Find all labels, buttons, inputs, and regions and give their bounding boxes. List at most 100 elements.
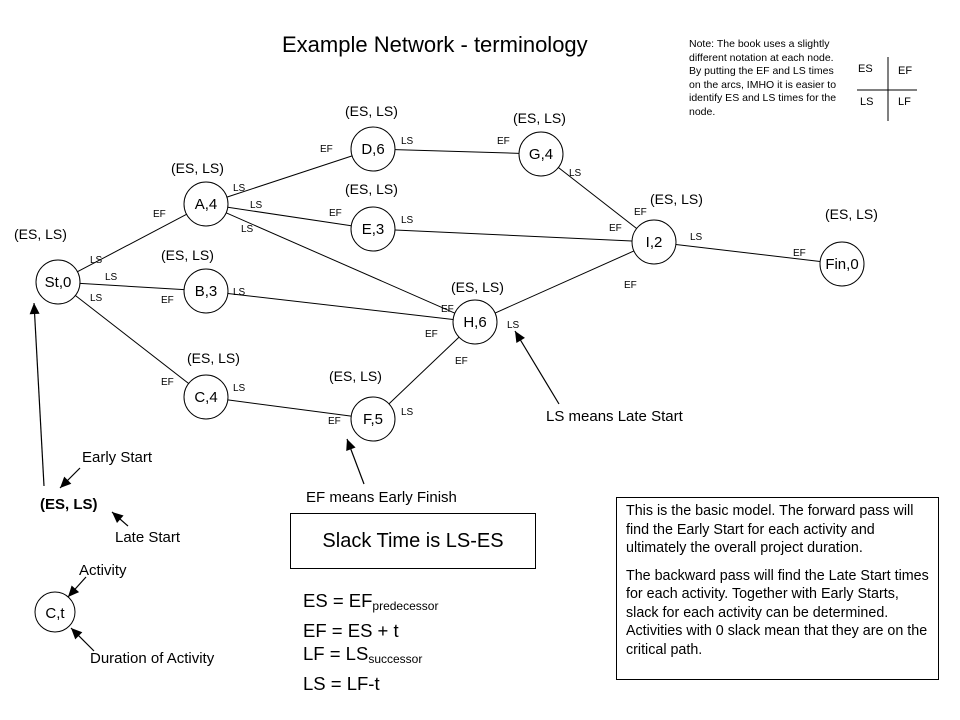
node-i (631, 219, 677, 265)
edge-ef-label: EF (161, 377, 174, 388)
slack-time-text: Slack Time is LS-ES (322, 529, 504, 552)
edge-ls-label: LS (507, 320, 520, 331)
node-label-e: E,3 (362, 221, 385, 238)
node-annotation-e: (ES, LS) (345, 181, 398, 197)
edge-c-f (227, 399, 352, 417)
formula-lf: LF = LSsuccessor (303, 643, 423, 666)
edge-ef-label: EF (320, 144, 333, 155)
edge-ls-label: LS (401, 407, 414, 418)
edge-ef-label: EF (328, 416, 341, 427)
node-f (350, 396, 396, 442)
edge-ls-label: LS (233, 183, 246, 194)
legend-node-circle (34, 591, 76, 633)
edge-d-g (394, 149, 520, 154)
duration-arrow-head (71, 628, 83, 640)
es-ls-to-start-arrow-head (29, 303, 40, 315)
edge-ls-label: LS (90, 293, 103, 304)
early-start-arrow-head (60, 476, 72, 488)
node-label-st: St,0 (45, 274, 72, 291)
node-label-c: C,4 (194, 389, 217, 406)
node-g (518, 131, 564, 177)
basic-model-forward-pass: This is the basic model. The forward pas… (626, 503, 914, 556)
edge-ls-label: LS (569, 168, 582, 179)
node-label-f: F,5 (363, 411, 383, 428)
legend-late-start: Late Start (115, 529, 181, 546)
edge-ef-label: EF (161, 295, 174, 306)
formula-ef: EF = ES + t (303, 619, 399, 641)
edge-st-b (79, 282, 185, 291)
slack-time-box: Slack Time is LS-ES (290, 513, 536, 569)
page-title: Example Network - terminology (282, 32, 588, 57)
node-annotation-i: (ES, LS) (650, 191, 703, 207)
edge-ef-label: EF (497, 136, 510, 147)
node-label-b: B,3 (195, 283, 218, 300)
node-annotation-a: (ES, LS) (171, 160, 224, 176)
node-annotation-g: (ES, LS) (513, 110, 566, 126)
edge-a-d (226, 155, 353, 198)
node-label-g: G,4 (529, 146, 553, 163)
late-start-arrow-head (112, 512, 124, 524)
node-a (183, 181, 229, 227)
edge-f-h (388, 336, 460, 405)
node-label-fin: Fin,0 (825, 256, 858, 273)
node-fin (819, 241, 865, 287)
formula-es: ES = EFpredecessor (303, 590, 439, 613)
legend-cross-es: ES (858, 63, 873, 75)
node-c (183, 374, 229, 420)
node-annotation-fin: (ES, LS) (825, 206, 878, 222)
legend-activity: Activity (79, 562, 127, 579)
legend-early-start: Early Start (82, 449, 153, 466)
activity-arrow-head (68, 585, 80, 597)
node-h (452, 299, 498, 345)
edge-ls-label: LS (233, 287, 246, 298)
notation-note: Note: The book uses a slightly different… (689, 38, 837, 118)
edge-ls-label: LS (401, 136, 414, 147)
edge-ls-label: LS (105, 272, 118, 283)
edge-g-i (558, 167, 637, 229)
edge-st-c (75, 295, 189, 384)
ef-callout-arrow-head (346, 439, 356, 452)
formulas: ES = EFpredecessor EF = ES + t LF = LSsu… (303, 589, 438, 695)
edge-ef-label: EF (634, 207, 647, 218)
edge-e-i (394, 229, 633, 242)
edge-ef-label: EF (455, 356, 468, 367)
node-b (183, 268, 229, 314)
ls-callout-arrow (514, 330, 560, 405)
edge-a-h (225, 212, 456, 314)
node-label-i: I,2 (646, 234, 663, 251)
edge-ef-label: EF (329, 208, 342, 219)
node-annotation-h: (ES, LS) (451, 279, 504, 295)
ls-callout-arrow-head (515, 331, 525, 344)
legend-cross-ls: LS (860, 96, 873, 108)
edge-ef-label: EF (153, 209, 166, 220)
legend-es-ls: (ES, LS) (40, 496, 98, 513)
edge-i-fin (675, 244, 821, 262)
node-e (350, 206, 396, 252)
node-annotation-c: (ES, LS) (187, 350, 240, 366)
node-label-a: A,4 (195, 196, 218, 213)
edge-ls-label: LS (90, 255, 103, 266)
legend-cross-ef: EF (898, 65, 912, 77)
edge-ls-label: LS (241, 224, 254, 235)
edge-h-i (494, 250, 635, 314)
node-d (350, 126, 396, 172)
edge-ls-label: LS (690, 232, 703, 243)
edge-ls-label: LS (401, 215, 414, 226)
formula-ls: LS = LF-t (303, 672, 380, 694)
es-ls-to-start-arrow (33, 302, 45, 487)
edge-ef-label: EF (441, 304, 454, 315)
node-annotation-st: (ES, LS) (14, 226, 67, 242)
edge-b-h (227, 293, 454, 320)
edge-ls-label: LS (250, 200, 263, 211)
edge-ls-label: LS (233, 383, 246, 394)
node-st (35, 259, 81, 305)
node-annotation-d: (ES, LS) (345, 103, 398, 119)
node-annotation-f: (ES, LS) (329, 368, 382, 384)
ls-means-callout: LS means Late Start (546, 408, 684, 425)
legend-cross-lf: LF (898, 96, 911, 108)
basic-model-box: This is the basic model. The forward pas… (616, 497, 939, 680)
node-label-h: H,6 (463, 314, 486, 331)
edge-st-a (77, 213, 187, 273)
